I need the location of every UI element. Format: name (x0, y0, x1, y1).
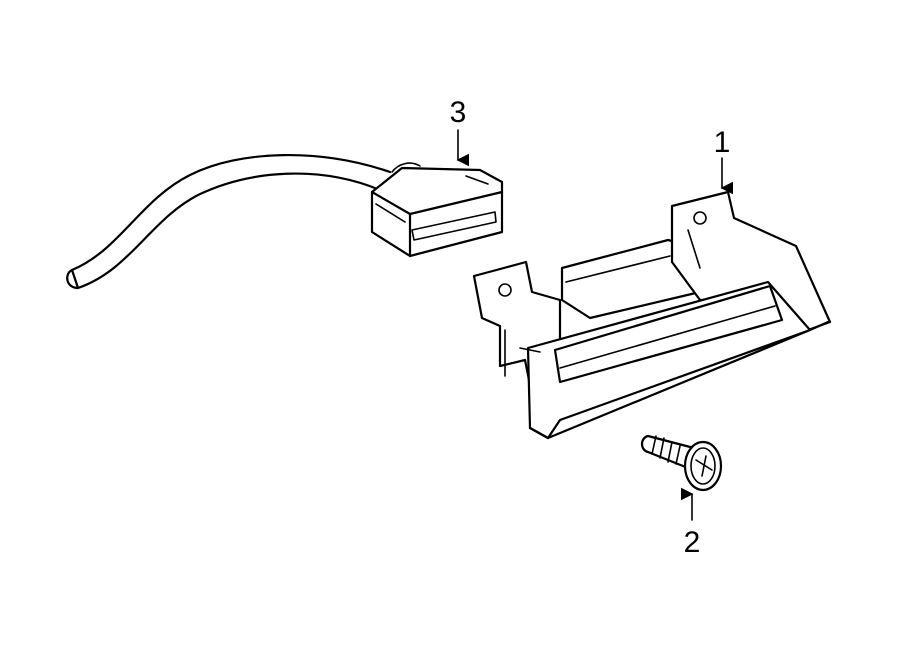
callout-number-2: 2 (684, 526, 701, 559)
callout-number-1: 1 (714, 126, 731, 159)
callout-number-3: 3 (450, 96, 467, 129)
lamp-housing-icon (472, 190, 832, 440)
connector-icon (370, 166, 504, 258)
screw-icon (640, 434, 723, 492)
